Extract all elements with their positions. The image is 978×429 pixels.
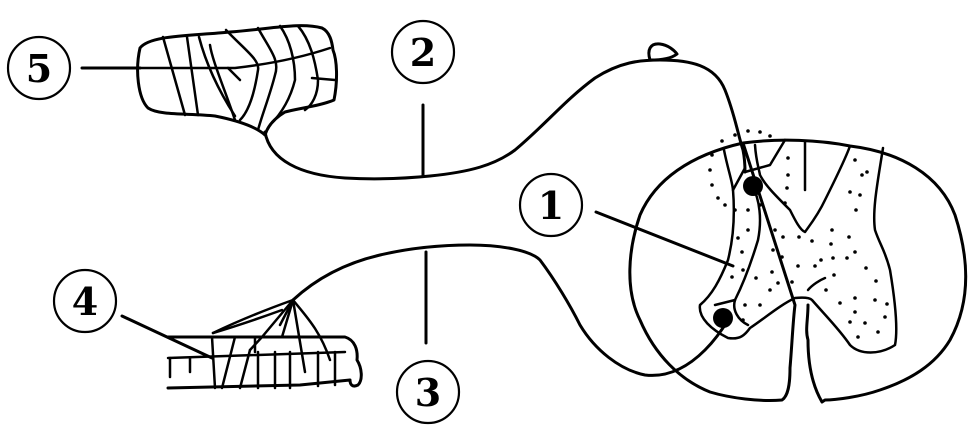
label-1-leader bbox=[594, 210, 735, 268]
svg-text:5: 5 bbox=[26, 46, 52, 91]
label-4-leader bbox=[120, 314, 214, 360]
label-3: 3 bbox=[395, 359, 461, 425]
afferent-nerve-path bbox=[263, 58, 747, 181]
motor-neuron-cell-body bbox=[713, 308, 733, 328]
interneuron-cell-body bbox=[743, 176, 763, 196]
spinal-cord-cross-section bbox=[628, 129, 968, 404]
efferent-nerve-path bbox=[291, 243, 730, 377]
effector-muscle bbox=[166, 298, 363, 390]
label-1: 1 bbox=[518, 172, 584, 238]
dorsal-root-ganglion bbox=[647, 42, 679, 62]
svg-text:2: 2 bbox=[410, 30, 436, 75]
dotted-region bbox=[708, 129, 889, 339]
svg-text:1: 1 bbox=[538, 183, 564, 228]
label-5: 5 bbox=[6, 35, 72, 101]
receptor-skin-patch bbox=[133, 24, 338, 137]
svg-text:3: 3 bbox=[415, 370, 441, 415]
label-4: 4 bbox=[52, 268, 118, 334]
label-2: 2 bbox=[390, 19, 456, 85]
svg-text:4: 4 bbox=[72, 279, 98, 324]
